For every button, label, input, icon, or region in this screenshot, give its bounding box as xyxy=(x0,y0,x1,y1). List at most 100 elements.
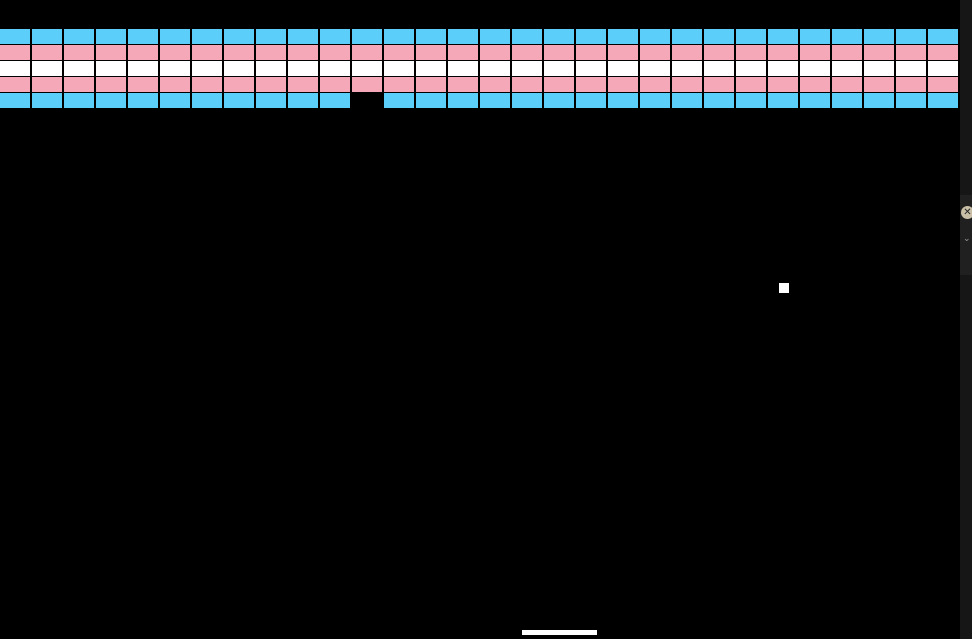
brick xyxy=(832,61,862,76)
brick xyxy=(96,77,126,92)
brick xyxy=(832,93,862,108)
brick xyxy=(128,29,158,44)
brick xyxy=(576,93,606,108)
brick xyxy=(32,77,62,92)
brick xyxy=(32,29,62,44)
brick xyxy=(928,29,958,44)
brick xyxy=(736,77,766,92)
brick xyxy=(704,45,734,60)
brick xyxy=(672,77,702,92)
brick xyxy=(384,61,414,76)
brick xyxy=(64,29,94,44)
brick xyxy=(320,93,350,108)
brick xyxy=(480,77,510,92)
brick xyxy=(256,77,286,92)
brick xyxy=(704,29,734,44)
brick xyxy=(640,93,670,108)
brick xyxy=(768,61,798,76)
brick xyxy=(704,93,734,108)
brick xyxy=(896,29,926,44)
brick-wall xyxy=(0,29,960,109)
brick xyxy=(224,77,254,92)
brick xyxy=(544,45,574,60)
paddle[interactable] xyxy=(522,630,597,635)
brick xyxy=(64,45,94,60)
brick xyxy=(320,61,350,76)
brick xyxy=(256,45,286,60)
brick xyxy=(96,29,126,44)
brick xyxy=(256,61,286,76)
brick xyxy=(352,45,382,60)
brick xyxy=(192,45,222,60)
brick xyxy=(352,61,382,76)
brick xyxy=(544,29,574,44)
brick xyxy=(640,77,670,92)
brick xyxy=(640,29,670,44)
brick xyxy=(480,45,510,60)
brick xyxy=(288,29,318,44)
brick xyxy=(416,77,446,92)
brick xyxy=(480,61,510,76)
ball xyxy=(779,283,789,293)
close-icon[interactable]: ✕ xyxy=(961,206,972,219)
brick xyxy=(832,29,862,44)
brick xyxy=(192,77,222,92)
brick xyxy=(416,61,446,76)
brick xyxy=(128,61,158,76)
brick xyxy=(224,93,254,108)
brick xyxy=(32,45,62,60)
brick xyxy=(448,93,478,108)
brick xyxy=(352,29,382,44)
brick xyxy=(672,45,702,60)
brick xyxy=(576,77,606,92)
brick xyxy=(864,93,894,108)
brick xyxy=(288,93,318,108)
brick xyxy=(128,77,158,92)
brick xyxy=(896,77,926,92)
brick xyxy=(128,93,158,108)
brick xyxy=(448,77,478,92)
brick xyxy=(928,77,958,92)
brick xyxy=(320,29,350,44)
brick xyxy=(896,45,926,60)
brick xyxy=(224,61,254,76)
brick xyxy=(640,45,670,60)
brick xyxy=(256,29,286,44)
brick xyxy=(704,61,734,76)
brick xyxy=(864,77,894,92)
brick xyxy=(0,77,30,92)
brick xyxy=(384,45,414,60)
brick xyxy=(608,77,638,92)
brick xyxy=(800,45,830,60)
chevron-down-icon[interactable]: ⌄ xyxy=(963,234,971,244)
brick xyxy=(64,93,94,108)
brick xyxy=(0,29,30,44)
brick xyxy=(800,77,830,92)
brick xyxy=(320,45,350,60)
brick xyxy=(288,77,318,92)
brick xyxy=(384,93,414,108)
brick xyxy=(480,29,510,44)
brick xyxy=(416,45,446,60)
brick xyxy=(608,93,638,108)
brick xyxy=(608,29,638,44)
brick xyxy=(512,45,542,60)
brick xyxy=(160,29,190,44)
brick xyxy=(608,61,638,76)
brick xyxy=(160,61,190,76)
brick xyxy=(544,93,574,108)
brick xyxy=(512,77,542,92)
brick xyxy=(768,45,798,60)
brick xyxy=(288,61,318,76)
brick xyxy=(736,29,766,44)
brick xyxy=(736,61,766,76)
brick xyxy=(128,45,158,60)
brick xyxy=(192,61,222,76)
brick xyxy=(160,77,190,92)
brick xyxy=(224,29,254,44)
brick xyxy=(64,77,94,92)
brick xyxy=(928,61,958,76)
brick xyxy=(896,93,926,108)
brick xyxy=(544,77,574,92)
